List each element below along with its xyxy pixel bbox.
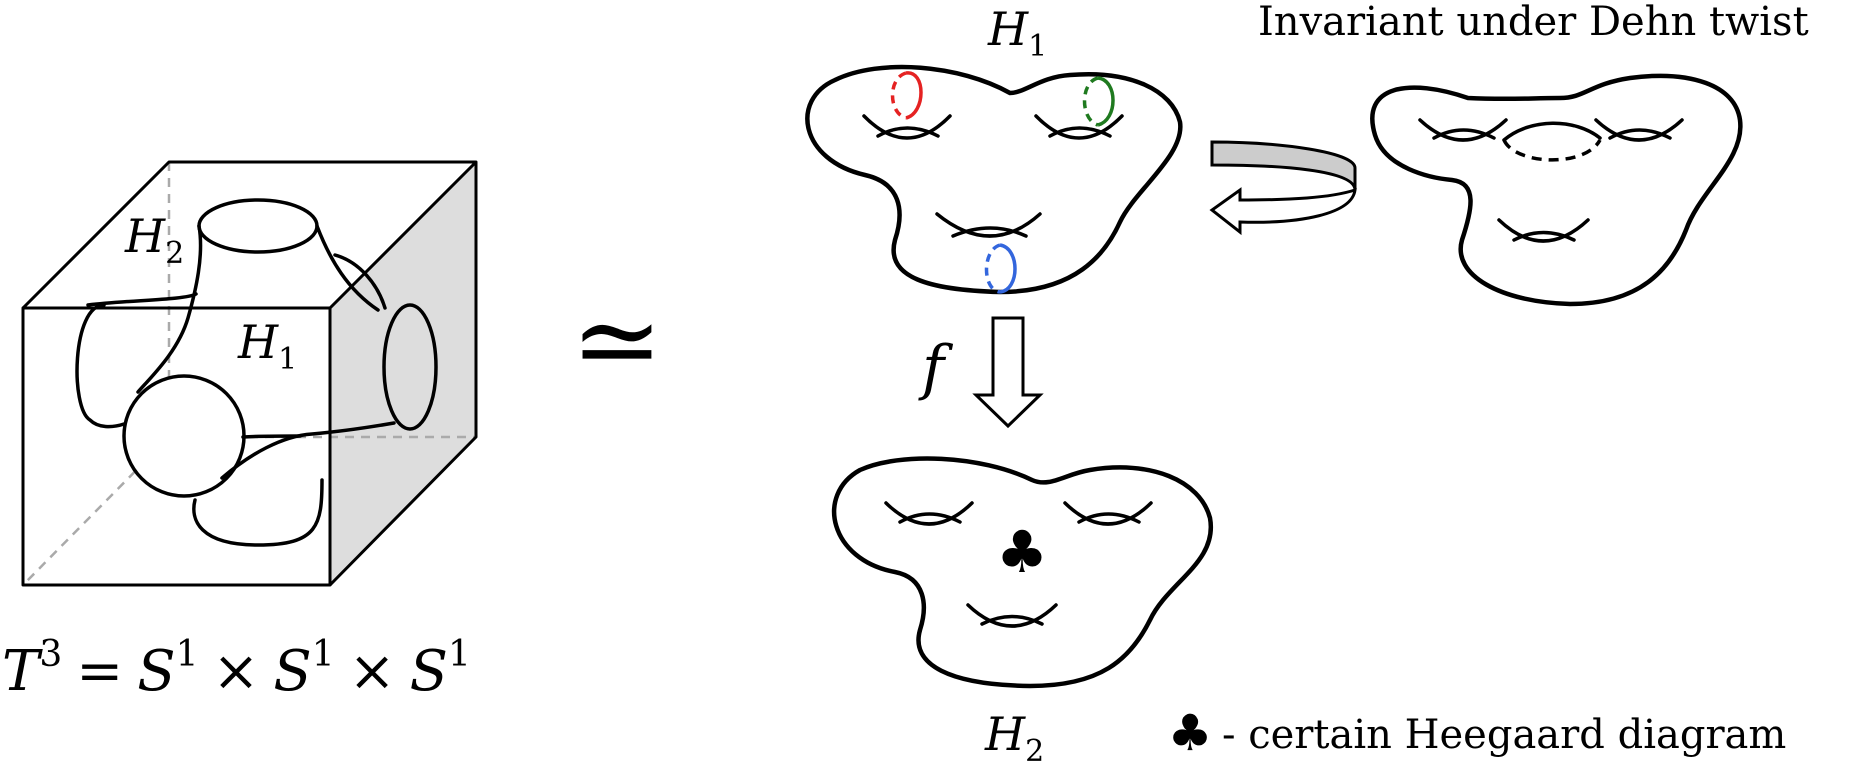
saddle-curve: [220, 421, 396, 480]
top-surface-label: H1: [987, 2, 1047, 64]
hole-frown: [1608, 128, 1672, 140]
hole-smile: [1594, 118, 1684, 142]
bottom-surface-outline: [832, 456, 1214, 689]
tube-left: [75, 303, 126, 429]
hole-frown: [980, 614, 1044, 626]
cube-top-edges: [21, 160, 478, 310]
bottom-genus3-surface: ♣ H2: [832, 456, 1214, 761]
club-icon: ♣: [996, 518, 1048, 586]
longitude-curve-hidden: [1502, 139, 1602, 162]
saddle-curve: [315, 224, 380, 312]
hole-smile: [862, 114, 952, 140]
cube-label-h2: H2: [124, 209, 184, 271]
hole-frown: [898, 512, 962, 524]
hole-smile: [966, 603, 1058, 628]
saddle-curve: [241, 434, 302, 439]
legend-text: - certain Heegaard diagram: [1222, 712, 1786, 758]
saddle-curve: [136, 224, 203, 394]
hole-smile: [1034, 114, 1124, 140]
cube-right-edges: [328, 162, 478, 587]
map-down-arrow: [972, 316, 1044, 429]
meridian-red: [890, 71, 923, 120]
hole-smile: [1497, 218, 1590, 243]
twist-return-arrow: [1209, 187, 1357, 236]
torus-equation: T3=S1×S1×S1: [2, 634, 471, 704]
hole-frown: [951, 226, 1028, 238]
hole-frown: [1077, 512, 1141, 524]
cube-front-face: [21, 306, 332, 587]
longitude-curve: [1502, 121, 1602, 142]
legend-club-icon: ♣: [1168, 704, 1213, 761]
hole-frown: [1432, 128, 1496, 140]
meridian-blue: [984, 243, 1017, 294]
hole-smile: [1063, 501, 1153, 526]
hole-frown: [1512, 230, 1576, 242]
hole-frown: [1048, 126, 1112, 138]
twist-caption: Invariant under Dehn twist: [1258, 0, 1809, 45]
hole-frown: [876, 126, 940, 138]
cube-right-face: [330, 162, 476, 585]
top-surface-outline: [805, 64, 1183, 295]
saddle-curve: [333, 253, 387, 310]
hole-smile: [884, 501, 974, 526]
cube-label-h1: H1: [237, 315, 297, 377]
right-surface-outline: [1370, 73, 1743, 307]
legend: ♣ - certain Heegaard diagram: [1168, 704, 1787, 761]
hole-smile: [1418, 118, 1508, 142]
twist-band: [1210, 140, 1357, 191]
tube-bottom: [192, 478, 324, 547]
saddle-curve: [86, 292, 198, 307]
torus-cube-figure: H2 H1: [21, 160, 478, 587]
dehn-twist-arrow: [1209, 140, 1357, 236]
tube-right-opening: [382, 303, 438, 431]
tube-front-opening: [122, 374, 246, 498]
homeomorphism-symbol: ≃: [571, 276, 663, 404]
top-genus3-surface: H1: [805, 2, 1183, 295]
bottom-surface-label: H2: [984, 707, 1044, 761]
meridian-green: [1082, 76, 1115, 127]
right-genus3-surface: [1370, 73, 1743, 307]
hole-smile: [935, 212, 1042, 238]
tube-top-opening: [197, 198, 319, 254]
map-label: f: [918, 333, 954, 403]
handlebody-tubes: [75, 198, 438, 547]
